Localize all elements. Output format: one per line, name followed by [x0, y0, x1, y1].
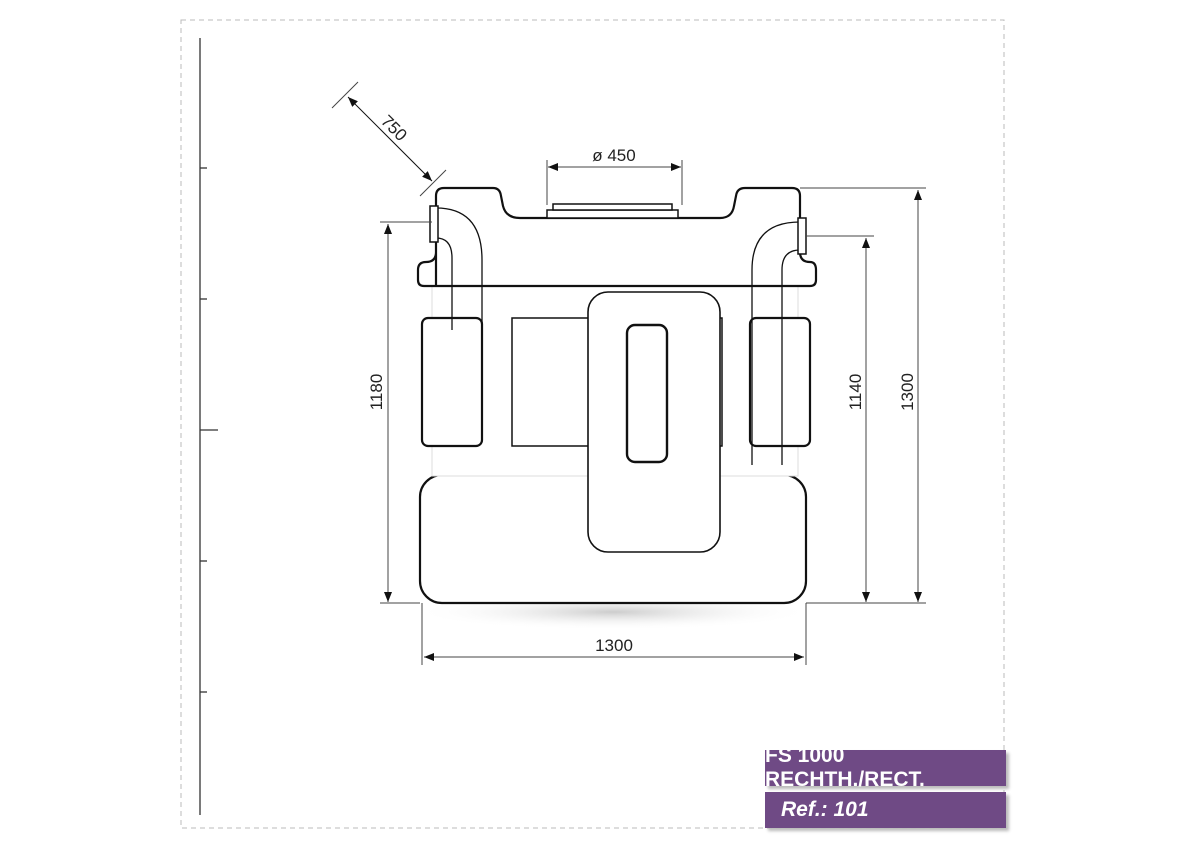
scale-ruler: [199, 38, 218, 815]
dim-label-750: 750: [377, 111, 410, 144]
outlet-pipe: [751, 221, 801, 465]
manhole-lid: [546, 209, 679, 219]
product-title: FS 1000 RECHTH./RECT.: [765, 744, 1006, 791]
dim-label-1140: 1140: [846, 374, 865, 411]
center-slot: [625, 323, 669, 464]
tank-band-right: [748, 316, 812, 448]
tank-band-left: [420, 316, 484, 448]
reference-label: Ref.: 101: [765, 792, 1006, 828]
dim-label-450: ø 450: [592, 146, 635, 165]
dim-label-1180: 1180: [367, 374, 386, 411]
dim-line-750: [347, 96, 433, 182]
tank-top: [416, 186, 818, 288]
inlet-pipe: [435, 207, 483, 330]
dim-label-1300-height: 1300: [898, 373, 917, 411]
tank: [416, 186, 818, 605]
drawing-frame: [180, 19, 1005, 829]
dim-label-1300-width: 1300: [595, 636, 633, 655]
